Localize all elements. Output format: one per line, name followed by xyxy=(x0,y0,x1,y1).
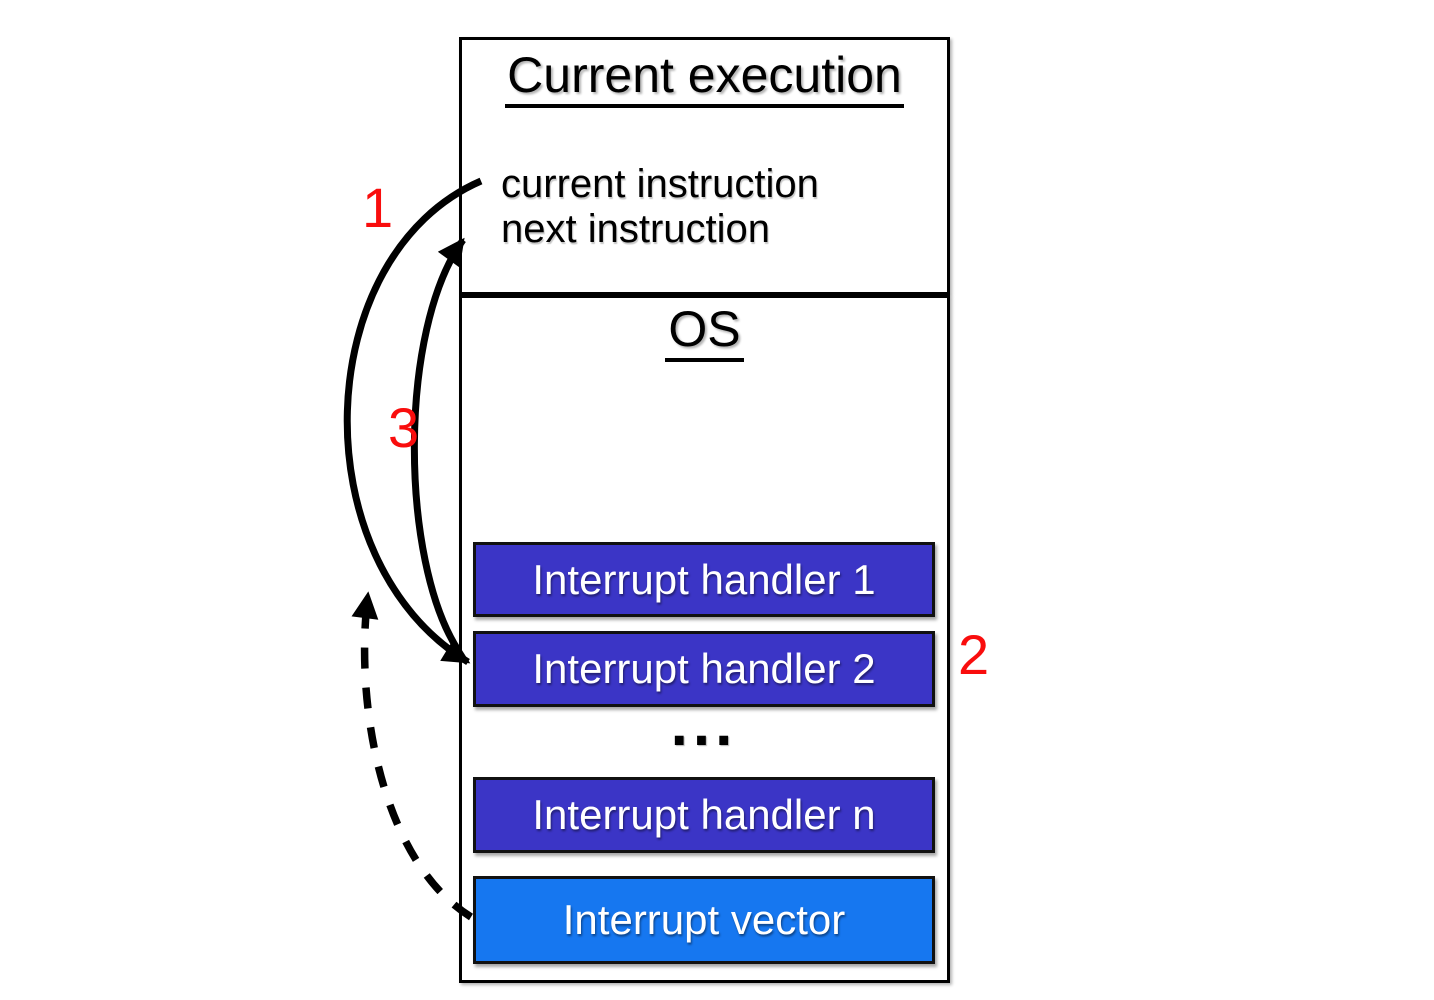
vector-lookup-arrow xyxy=(351,591,473,921)
instruction-lines: current instruction next instruction xyxy=(501,162,819,252)
os-title: OS xyxy=(459,300,950,362)
current-instruction-label: current instruction xyxy=(501,162,819,206)
interrupt-vector-box: Interrupt vector xyxy=(473,876,935,964)
current-execution-box: Current execution current instruction ne… xyxy=(459,37,950,295)
interrupt-handler-n-box: Interrupt handler n xyxy=(473,777,935,853)
return-arrow xyxy=(410,237,466,652)
interrupt-handler-1-box: Interrupt handler 1 xyxy=(473,542,935,617)
step-3-label: 3 xyxy=(388,396,420,459)
step-1-label: 1 xyxy=(362,176,394,239)
handlers-ellipsis: ... xyxy=(670,690,738,759)
step-2-label: 2 xyxy=(958,623,990,686)
current-execution-title: Current execution xyxy=(462,46,947,108)
interrupt-handler-2-box: Interrupt handler 2 xyxy=(473,631,935,707)
next-instruction-label: next instruction xyxy=(501,207,771,251)
